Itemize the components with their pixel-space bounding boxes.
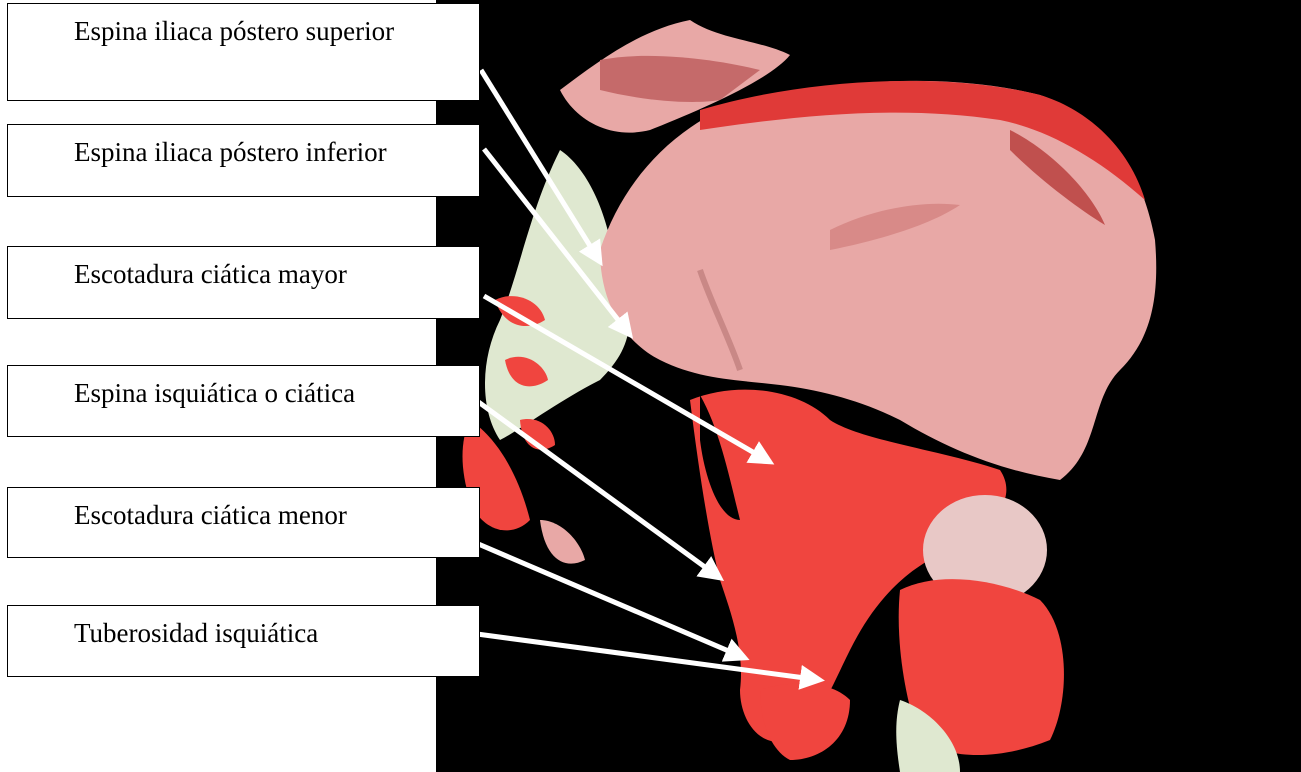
label-escotadura-ciatica-menor: Escotadura ciática menor bbox=[7, 487, 480, 558]
label-tuberosidad-isquiatica: Tuberosidad isquiática bbox=[7, 605, 480, 677]
label-text: Espina iliaca póstero superior bbox=[74, 16, 394, 46]
label-text: Escotadura ciática mayor bbox=[74, 259, 347, 289]
label-text: Escotadura ciática menor bbox=[74, 500, 347, 530]
label-text: Espina iliaca póstero inferior bbox=[74, 137, 387, 167]
label-escotadura-ciatica-mayor: Escotadura ciática mayor bbox=[7, 246, 480, 319]
label-espina-isquiatica: Espina isquiática o ciática bbox=[7, 365, 480, 437]
label-text: Espina isquiática o ciática bbox=[74, 378, 355, 408]
label-espina-iliaca-postero-superior: Espina iliaca póstero superior bbox=[7, 3, 480, 101]
label-espina-iliaca-postero-inferior: Espina iliaca póstero inferior bbox=[7, 124, 480, 197]
label-text: Tuberosidad isquiática bbox=[74, 618, 318, 648]
